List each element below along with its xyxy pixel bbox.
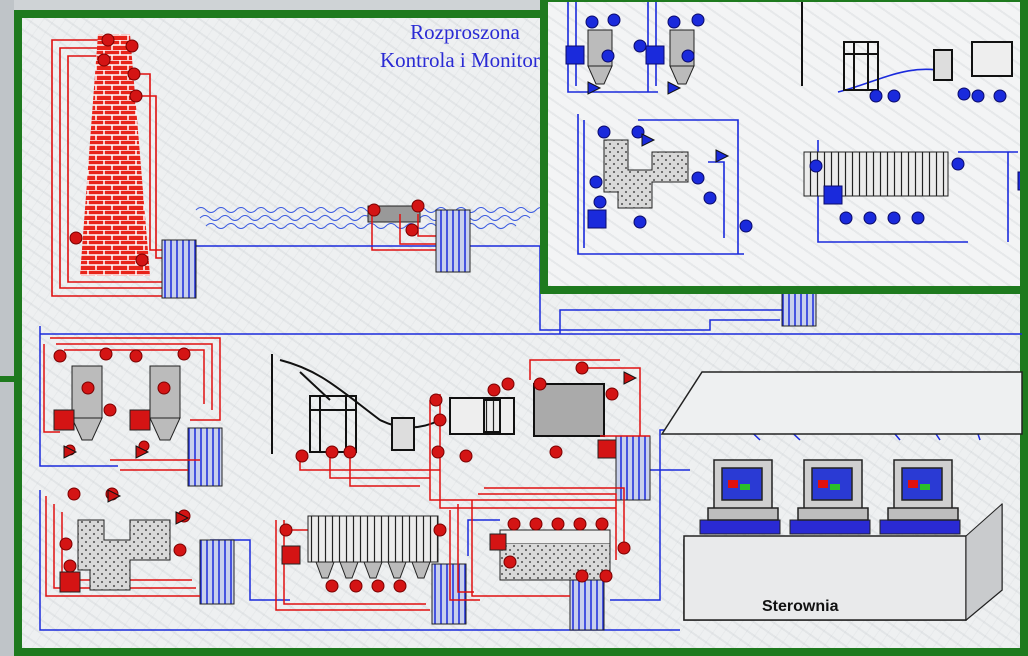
control-room-label: Sterownia [762, 598, 838, 616]
control-room [662, 372, 1022, 620]
conveyor [500, 530, 610, 544]
zoomed-inset-frame [540, 0, 1028, 294]
chimney [80, 34, 150, 276]
precipitator [308, 516, 438, 562]
inset-diagram [548, 2, 1028, 294]
bag-filters [54, 366, 180, 440]
